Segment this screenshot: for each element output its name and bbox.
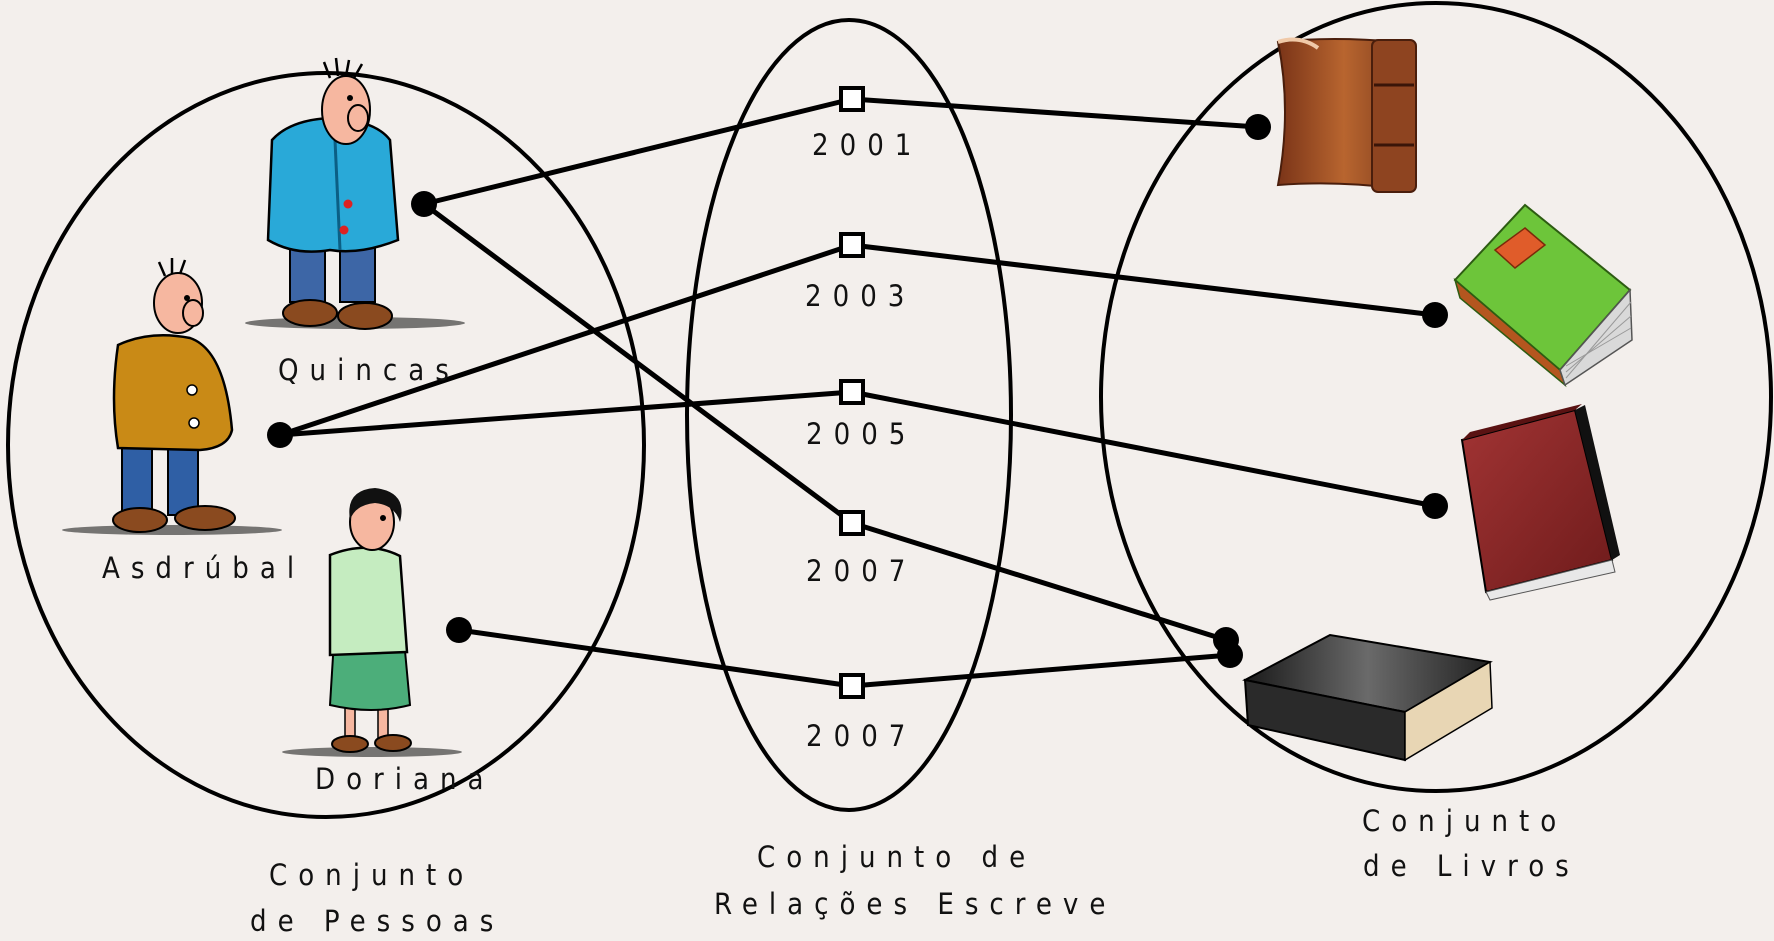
asdrubal-dot[interactable] <box>267 422 293 448</box>
relation-squares <box>841 88 863 697</box>
red-book-icon <box>1462 404 1620 600</box>
books-set-caption-line2: de Livros <box>1363 849 1580 883</box>
old-brown-book-icon <box>1278 39 1416 192</box>
people-set-caption-line1: Conjunto <box>269 858 474 892</box>
relation-r5-year: 2007 <box>806 719 916 753</box>
relation-r2-year: 2003 <box>805 279 915 313</box>
quincas-dot[interactable] <box>411 191 437 217</box>
line-r5-book4 <box>852 655 1230 686</box>
quincas-figure: Quincas <box>245 58 465 387</box>
ground-shadow <box>62 525 282 535</box>
book1-dot[interactable] <box>1245 114 1271 140</box>
person-quincas-name: Quincas <box>278 353 460 387</box>
relation-r1-square[interactable] <box>841 88 863 110</box>
relation-r3-square[interactable] <box>841 381 863 403</box>
set-captions: Conjunto de Pessoas Conjunto de Relações… <box>250 804 1580 938</box>
line-asdrubal-r3 <box>280 392 852 435</box>
relation-r4-square[interactable] <box>841 512 863 534</box>
line-quincas-r1 <box>424 99 852 204</box>
relation-r5-square[interactable] <box>841 675 863 697</box>
line-r2-book2 <box>852 245 1435 315</box>
relations-set-caption-line2: Relações Escreve <box>714 887 1116 921</box>
ground-shadow <box>282 747 462 757</box>
book3-dot[interactable] <box>1422 493 1448 519</box>
line-doriana-r5 <box>459 630 852 686</box>
asdrubal-figure: Asdrúbal <box>62 258 305 585</box>
line-r1-book1 <box>852 99 1258 127</box>
relation-r4-year: 2007 <box>806 554 916 588</box>
book4-dot-b[interactable] <box>1217 642 1243 668</box>
relation-r1-year: 2001 <box>812 128 922 162</box>
relation-year-labels: 2001 2003 2005 2007 2007 <box>805 128 922 753</box>
people-set-caption-line2: de Pessoas <box>250 904 504 938</box>
relation-r2-square[interactable] <box>841 234 863 256</box>
line-r3-book3 <box>852 392 1435 506</box>
books-set-caption-line1: Conjunto <box>1362 804 1567 838</box>
relations-set-caption-line1: Conjunto de <box>757 840 1036 874</box>
book2-dot[interactable] <box>1422 302 1448 328</box>
green-book-icon <box>1455 205 1632 385</box>
relation-r3-year: 2005 <box>806 417 916 451</box>
doriana-dot[interactable] <box>446 617 472 643</box>
black-book-icon <box>1245 635 1492 760</box>
person-asdrubal-name: Asdrúbal <box>102 551 305 585</box>
person-doriana-name: Doriana <box>315 762 495 796</box>
